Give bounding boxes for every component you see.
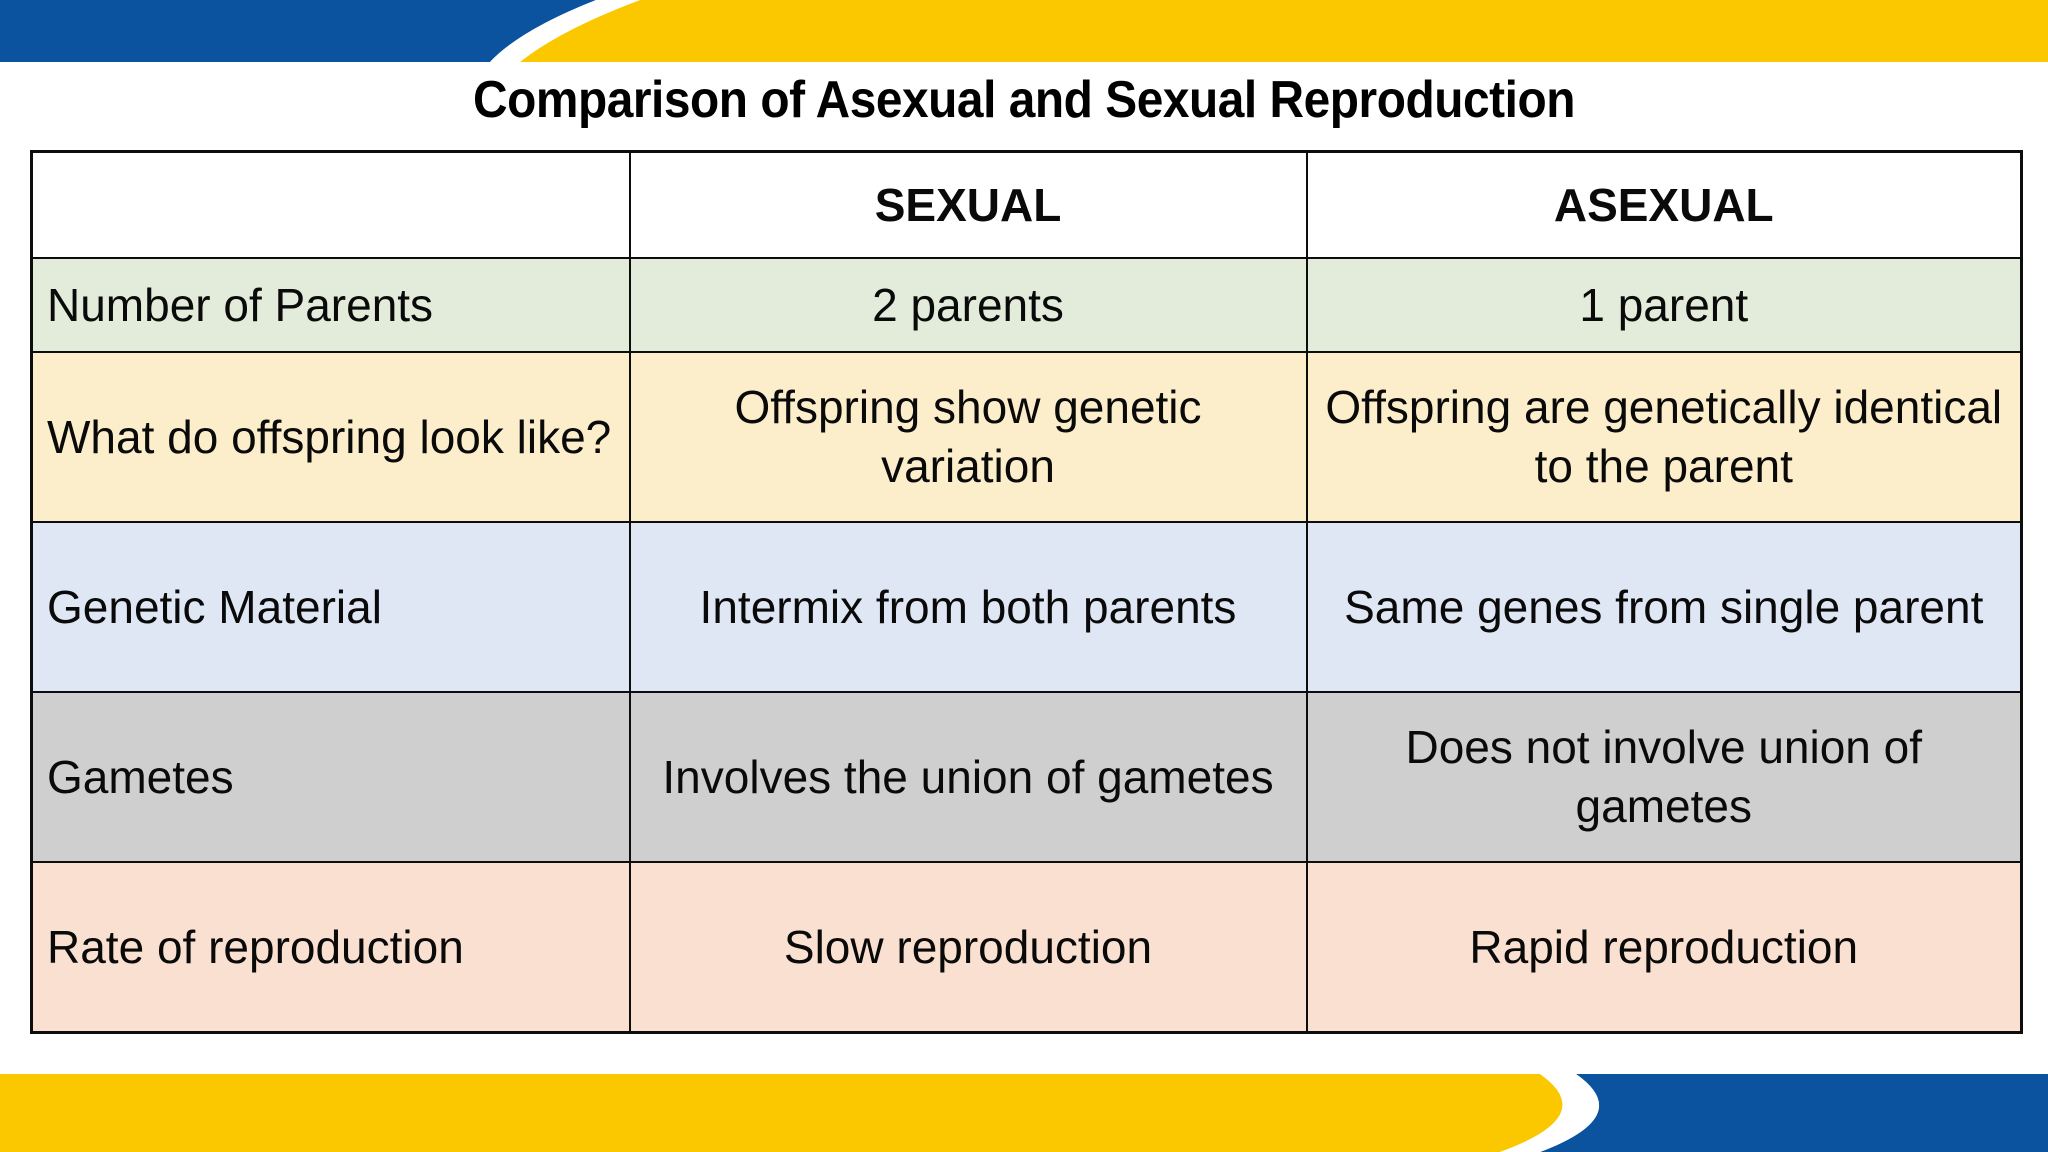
bottom-banner-divider-curve xyxy=(1500,1074,1600,1152)
header-cell-blank xyxy=(30,150,631,259)
row-label-gametes: Gametes xyxy=(30,691,631,863)
row-asexual-offspring-appearance: Offspring are genetically identical to t… xyxy=(1305,351,2023,523)
bottom-banner-blue-shape xyxy=(1540,1074,2048,1152)
row-sexual-rate-of-reproduction: Slow reproduction xyxy=(628,861,1308,1034)
row-sexual-offspring-appearance: Offspring show genetic variation xyxy=(628,351,1308,523)
row-asexual-genetic-material: Same genes from single parent xyxy=(1305,521,2023,693)
row-asexual-gametes: Does not involve union of gametes xyxy=(1305,691,2023,863)
table-row: Number of Parents 2 parents 1 parent xyxy=(30,257,2023,353)
header-cell-asexual: ASEXUAL xyxy=(1305,150,2023,259)
row-label-rate-of-reproduction: Rate of reproduction xyxy=(30,861,631,1034)
comparison-table: SEXUAL ASEXUAL Number of Parents 2 paren… xyxy=(30,150,2023,1034)
header-cell-sexual: SEXUAL xyxy=(628,150,1308,259)
table-row: Genetic Material Intermix from both pare… xyxy=(30,521,2023,693)
table-row: What do offspring look like? Offspring s… xyxy=(30,351,2023,523)
top-banner-blue-shape xyxy=(0,0,596,62)
table-row: Gametes Involves the union of gametes Do… xyxy=(30,691,2023,863)
table-row: Rate of reproduction Slow reproduction R… xyxy=(30,861,2023,1034)
row-asexual-number-of-parents: 1 parent xyxy=(1305,257,2023,353)
row-label-offspring-appearance: What do offspring look like? xyxy=(30,351,631,523)
top-banner-divider-curve xyxy=(490,0,640,62)
table-header-row: SEXUAL ASEXUAL xyxy=(30,150,2023,259)
top-banner xyxy=(0,0,2048,68)
top-banner-yellow-shape xyxy=(520,0,2048,62)
bottom-banner-yellow-shape xyxy=(0,1074,1563,1152)
row-label-number-of-parents: Number of Parents xyxy=(30,257,631,353)
row-sexual-genetic-material: Intermix from both parents xyxy=(628,521,1308,693)
row-asexual-rate-of-reproduction: Rapid reproduction xyxy=(1305,861,2023,1034)
comparison-table-wrapper: SEXUAL ASEXUAL Number of Parents 2 paren… xyxy=(30,150,2023,1034)
row-sexual-gametes: Involves the union of gametes xyxy=(628,691,1308,863)
bottom-banner xyxy=(0,1068,2048,1152)
page-title: Comparison of Asexual and Sexual Reprodu… xyxy=(473,71,1575,129)
row-label-genetic-material: Genetic Material xyxy=(30,521,631,693)
row-sexual-number-of-parents: 2 parents xyxy=(628,257,1308,353)
